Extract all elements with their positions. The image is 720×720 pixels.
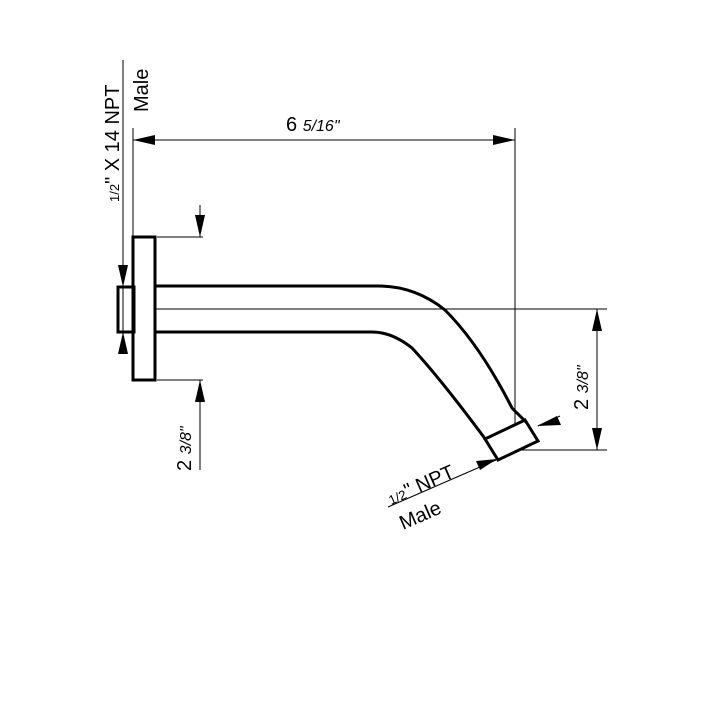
flange-arrow-top xyxy=(195,215,205,237)
outlet-thread-spec: 1/2" NPT xyxy=(384,461,458,509)
arm-upper-edge xyxy=(155,284,529,425)
length-arrow-left xyxy=(133,135,155,145)
arm-lower-edge xyxy=(155,330,488,441)
inlet-arrow-bottom xyxy=(118,332,128,354)
flange-arrow-bottom xyxy=(195,380,205,402)
drop-arrow-top xyxy=(592,309,602,331)
outlet-nipple-arrow xyxy=(537,416,561,426)
length-value: 6 5/16" xyxy=(286,114,341,136)
flange-height-value: 2 3/8" xyxy=(174,425,196,471)
drop-arrow-bottom xyxy=(592,428,602,450)
inlet-thread-spec: 1/2" X 14 NPT xyxy=(102,85,124,202)
inlet-arrow-top xyxy=(118,265,128,287)
wall-flange xyxy=(131,235,157,382)
inlet-thread-gender: Male xyxy=(131,69,153,112)
outlet-callout-arrow xyxy=(476,459,497,470)
outlet-callout-leader xyxy=(387,459,497,508)
outlet-nipple xyxy=(482,418,541,462)
length-arrow-right xyxy=(493,135,515,145)
drop-value: 2 3/8" xyxy=(571,364,593,410)
